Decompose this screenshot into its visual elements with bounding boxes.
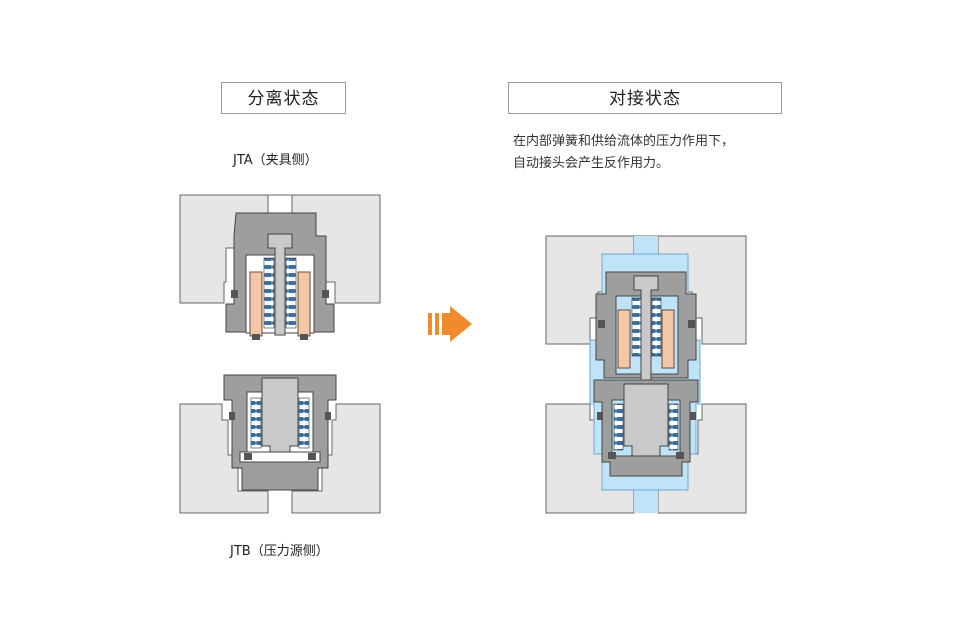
connected-copper-left: [617, 309, 631, 369]
jta-spring-right: [285, 257, 297, 329]
jtb-spring-left: [250, 397, 262, 449]
connected-jtb-poppet: [623, 383, 669, 457]
jta-copper-sleeve-right: [297, 271, 311, 337]
connected-spring-lower-right: [668, 403, 679, 451]
jta-valve-stem: [267, 233, 293, 336]
connected-spring-upper-left: [631, 297, 642, 357]
jta-spring-left: [263, 257, 275, 329]
connected-copper-right: [661, 309, 675, 369]
jtb-label: JTB（压力源侧）: [230, 544, 329, 559]
jta-label: JTA（夹具侧）: [233, 153, 318, 168]
jtb-assembly: [179, 374, 381, 514]
connected-spring-lower-left: [613, 403, 624, 451]
description-line-1: 在内部弹簧和供给流体的压力作用下，: [513, 134, 735, 149]
connected-spring-upper-right: [651, 297, 662, 357]
fluid-channel-bottom: [634, 488, 658, 513]
description-line-2: 自动接头会产生反作用力。: [513, 156, 670, 171]
fluid-channel-top: [634, 236, 658, 256]
transition-arrow: [428, 306, 472, 342]
jtb-spring-right: [298, 397, 310, 449]
jta-copper-sleeve-left: [249, 271, 263, 337]
jtb-poppet: [261, 377, 299, 457]
jta-assembly: [179, 194, 381, 340]
connected-assembly: [545, 235, 747, 514]
separated-state-title: 分离状态: [221, 82, 346, 114]
connected-state-title: 对接状态: [508, 82, 782, 114]
